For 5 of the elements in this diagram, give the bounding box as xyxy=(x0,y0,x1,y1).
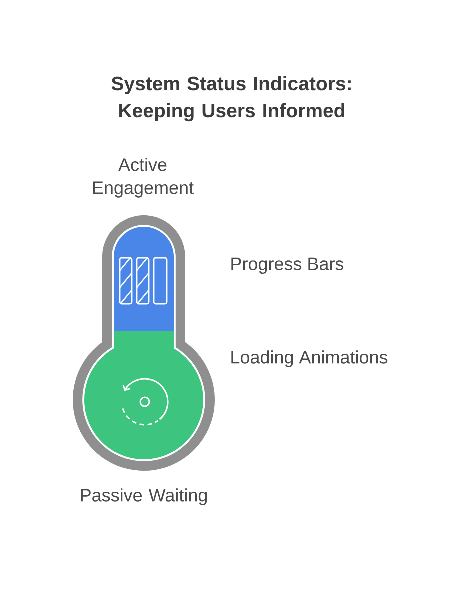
segment-label: Progress Bars xyxy=(232,258,344,274)
title: System Status Indicators: Keeping Users Informed xyxy=(112,76,351,122)
scale-label: Passive Waiting xyxy=(81,488,208,506)
scale-label: Active Engagement xyxy=(93,158,194,198)
segment-label: Loading Animations xyxy=(232,350,388,368)
